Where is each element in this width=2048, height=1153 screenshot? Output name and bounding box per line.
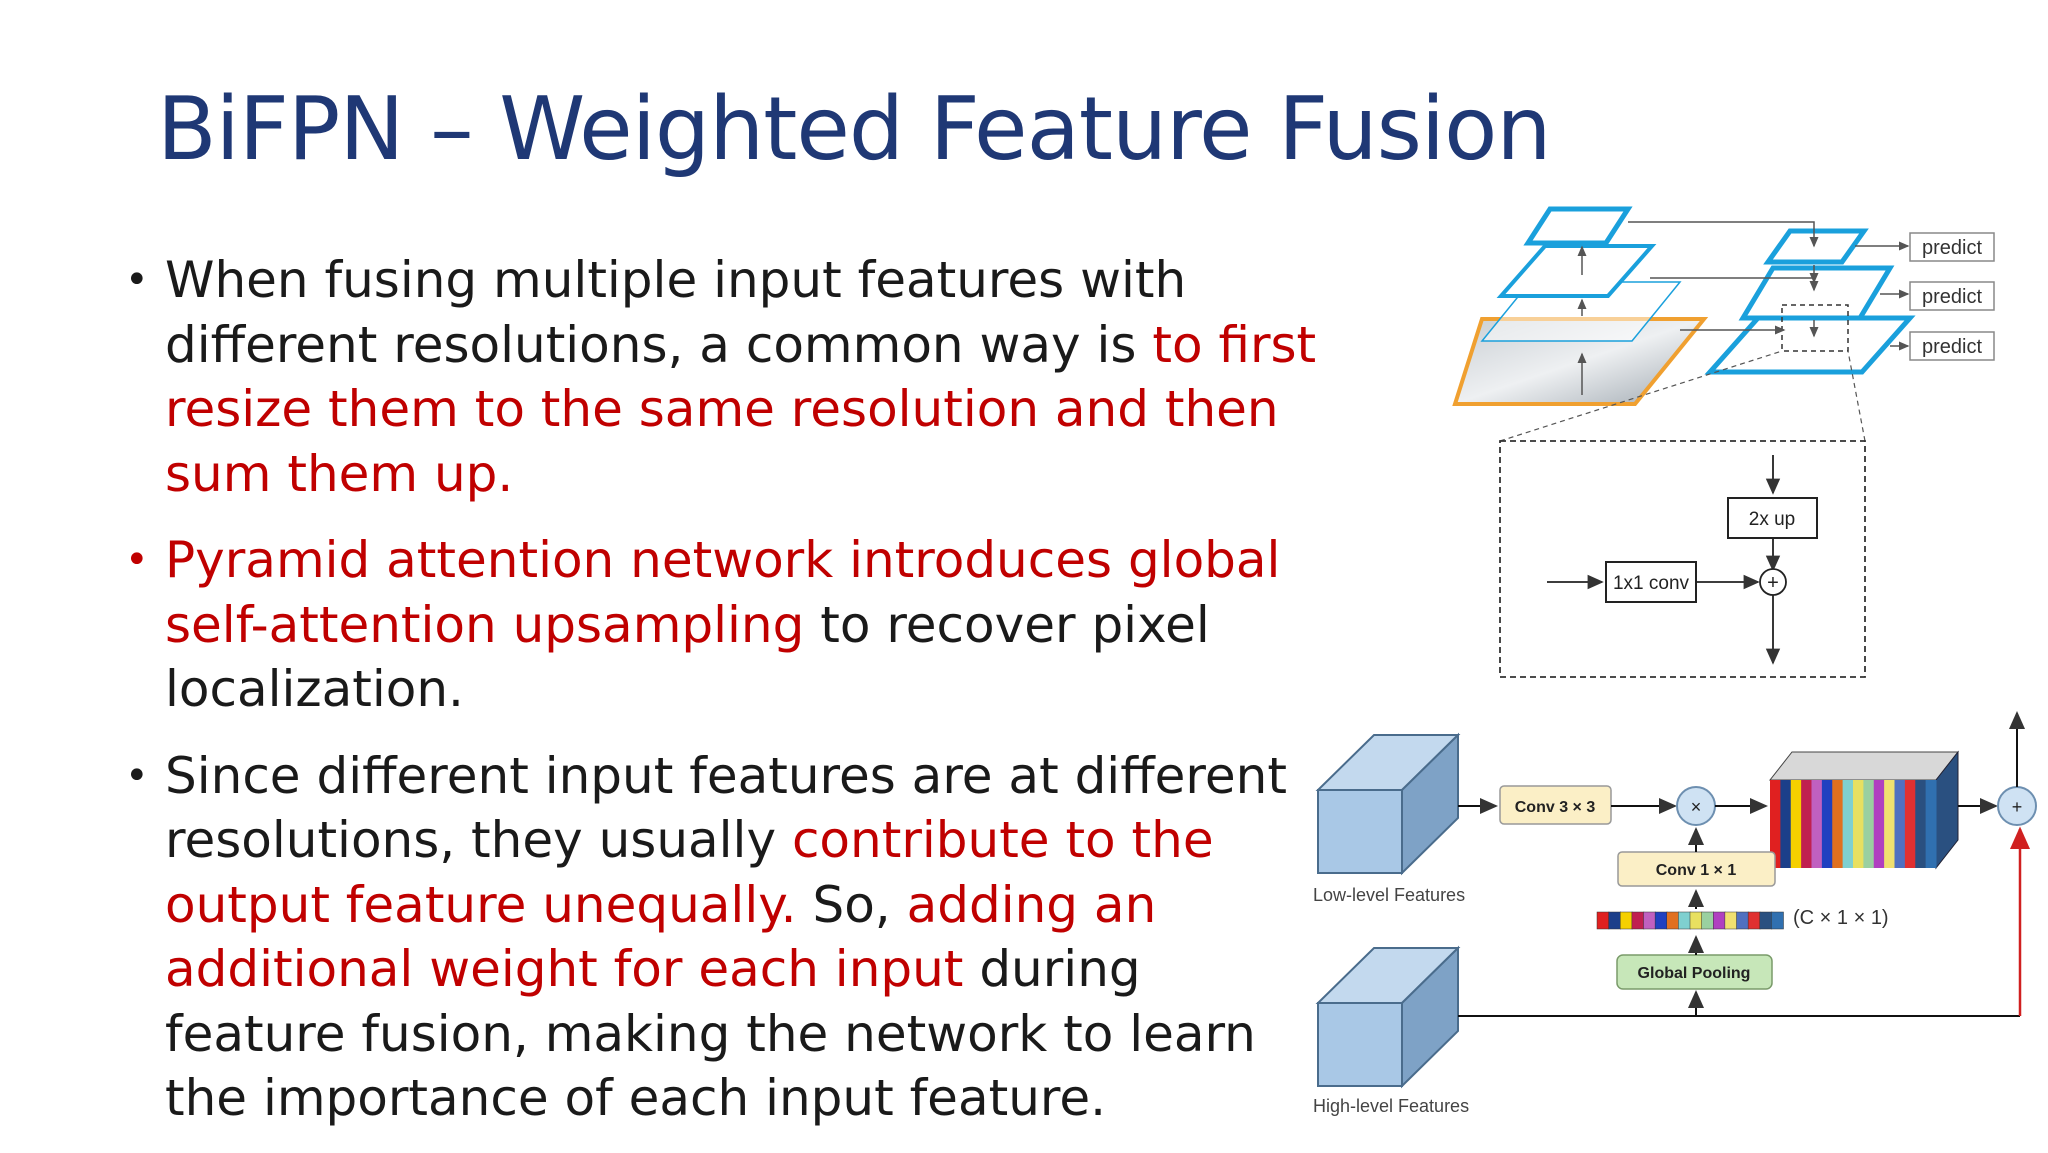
vector-stripe (1689, 911, 1703, 930)
vector-stripe (1713, 911, 1726, 930)
channel-vector (1596, 911, 1784, 930)
global-pool-label: Global Pooling (1638, 965, 1751, 982)
feature-stripe (1832, 780, 1844, 868)
predict-box (1909, 281, 1995, 311)
vector-stripe (1620, 911, 1633, 930)
conv3-label: Conv 3 × 3 (1515, 799, 1596, 816)
bullet-text: When fusing multiple input features with… (165, 251, 1187, 374)
conv-label: 1x1 conv (1613, 573, 1690, 594)
predict-label: predict (1922, 237, 1982, 259)
slide-title: BiFPN – Weighted Feature Fusion (157, 78, 1551, 180)
vector-stripe (1666, 911, 1680, 930)
feature-stripe (1884, 780, 1895, 868)
feature-stripe (1811, 780, 1823, 868)
bullet-highlight: to first resize them to the same resolut… (165, 315, 1317, 503)
predict-box (1909, 232, 1995, 262)
conv-box (1605, 561, 1697, 603)
bullet-highlight: contribute to the output feature unequal… (165, 811, 1214, 934)
feature-stripe (1915, 780, 1927, 868)
high-level-cube (1315, 945, 1461, 1089)
vector-stripe (1631, 911, 1645, 930)
sum-symbol-output: + (2012, 797, 2023, 817)
sum-symbol: + (1767, 572, 1779, 594)
fpn-right-level-1 (1763, 228, 1869, 265)
low-level-label: Low-level Features (1313, 885, 1465, 905)
feature-stripe (1770, 780, 1781, 868)
fpn-diagram: predict predict predict 2x up 1x1 conv + (1452, 206, 1995, 678)
fpn-detail-inset (1499, 440, 1866, 678)
bullet-item: • Since different input features are at … (125, 744, 1325, 1131)
vector-stripe (1724, 911, 1738, 930)
output-feature-block (1768, 750, 1960, 870)
feature-stripe (1842, 780, 1854, 868)
predict-label: predict (1922, 336, 1982, 358)
bullet-text: Since different input features are at di… (165, 746, 1287, 870)
bullet-list: • When fusing multiple input features wi… (125, 248, 1325, 1153)
bullet-item: • When fusing multiple input features wi… (125, 248, 1325, 506)
fpn-right-level-2 (1738, 265, 1895, 321)
low-level-cube (1315, 732, 1461, 876)
vector-stripe (1759, 911, 1773, 930)
vector-stripe (1654, 911, 1668, 930)
bullet-highlight: Pyramid attention network introduces glo… (165, 531, 1281, 654)
bullet-text: So, (796, 875, 907, 934)
vector-stripe (1643, 911, 1656, 930)
feature-stripe (1780, 780, 1792, 868)
bullet-symbol: • (125, 537, 149, 583)
bullet-text: to recover pixel localization. (165, 595, 1210, 719)
vector-stripe (1736, 911, 1749, 930)
bullet-item: • Pyramid attention network introduces g… (125, 528, 1325, 722)
feature-stripe (1873, 780, 1885, 868)
feature-stripe (1863, 780, 1875, 868)
channel-shape-label: (C × 1 × 1) (1793, 907, 1889, 929)
feature-stripe (1821, 780, 1833, 868)
bullet-highlight: adding an additional weight for each inp… (165, 875, 1157, 999)
predict-box (1909, 331, 1995, 361)
feature-stripe (1894, 780, 1906, 868)
bullet-text: during feature fusion, making the networ… (165, 940, 1256, 1127)
vector-stripe (1747, 911, 1761, 930)
high-level-label: High-level Features (1313, 1096, 1469, 1116)
feature-stripe (1853, 780, 1864, 868)
vector-stripe (1596, 911, 1610, 930)
gau-diagram: Low-level Features High-level Features C… (1313, 711, 2037, 1116)
multiply-symbol: × (1691, 797, 1702, 817)
upsample-box (1727, 497, 1818, 539)
vector-stripe (1771, 911, 1784, 930)
feature-stripe (1801, 780, 1812, 868)
feature-stripe (1904, 780, 1916, 868)
upsample-label: 2x up (1749, 509, 1795, 530)
fpn-left-level-1 (1523, 206, 1633, 246)
fpn-left-level-2 (1496, 244, 1657, 298)
predict-label: predict (1922, 286, 1982, 308)
vector-stripe (1608, 911, 1621, 930)
bullet-symbol: • (125, 752, 149, 799)
global-pool-box (1616, 954, 1773, 990)
bullet-symbol: • (125, 257, 149, 303)
vector-stripe (1701, 911, 1714, 930)
vector-stripe (1678, 911, 1691, 930)
conv1-label: Conv 1 × 1 (1656, 862, 1737, 879)
feature-stripe (1925, 780, 1937, 868)
feature-stripe (1790, 780, 1802, 868)
